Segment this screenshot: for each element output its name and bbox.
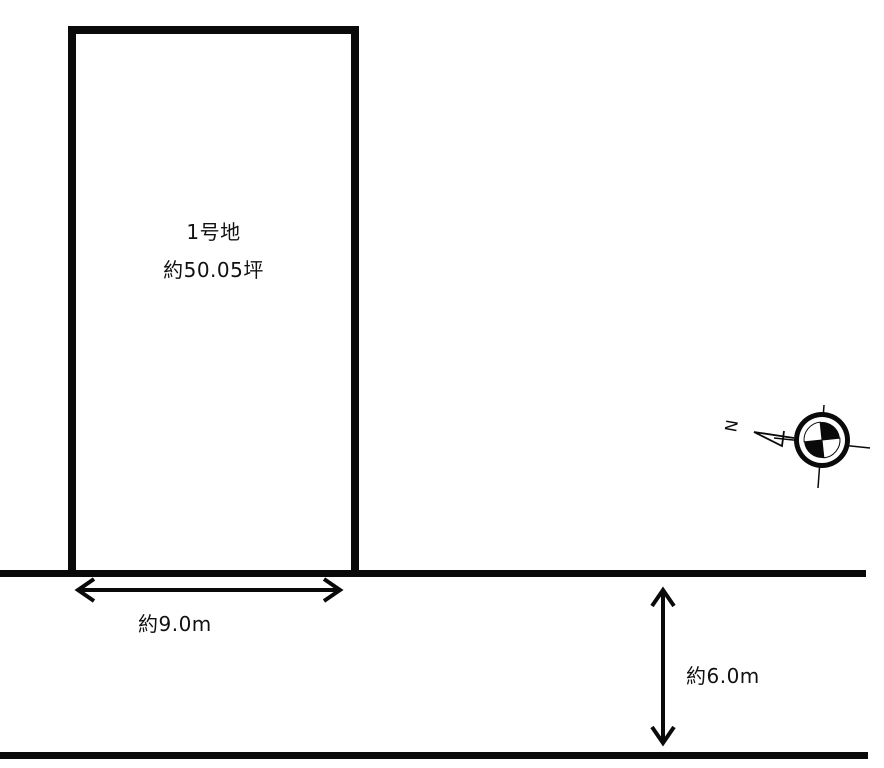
road-edge-bottom [0,752,868,759]
lot-name: 1号地 [186,220,241,244]
north-label: N [721,418,742,433]
frontage-label: 約9.0m [138,612,212,636]
road-edge-top [0,570,866,577]
road-width-label: 約6.0m [686,664,760,688]
lot-area: 約50.05坪 [163,258,264,282]
lot-boundary: 1号地 約50.05坪 [68,26,359,574]
